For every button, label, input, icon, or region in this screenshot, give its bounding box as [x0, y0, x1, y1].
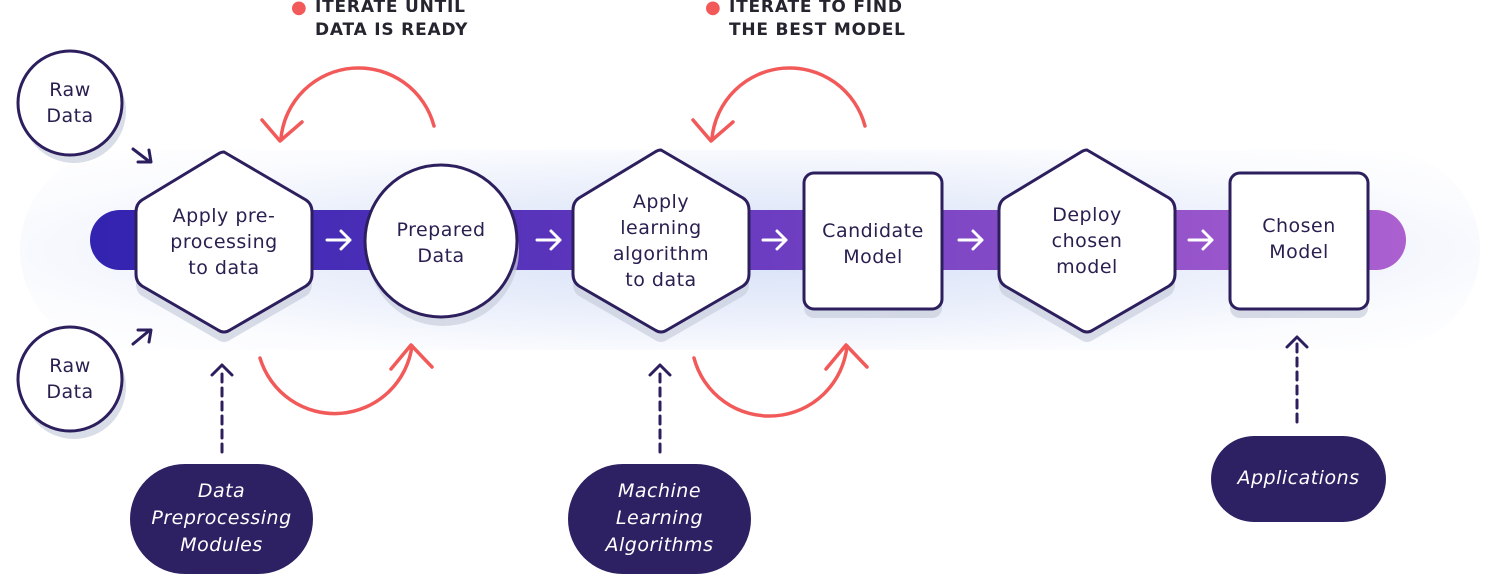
source-pill-data-preprocessing-modules [130, 464, 313, 574]
source-label-applications: Applications [1237, 467, 1360, 489]
source-label-data-preprocessing-modules: Data Preprocessing Modules [151, 480, 292, 556]
raw-data-node-bottom [16, 325, 124, 433]
step-label-chosen-model: Chosen Model [1262, 215, 1336, 263]
iterate-note-data: ● ITERATE UNTIL DATA IS READY [291, 0, 469, 42]
step-label-candidate-model: Candidate Model [822, 220, 924, 268]
source-label-machine-learning-algorithms: Machine Learning Algorithms [605, 480, 714, 556]
flow-arrow-icon [957, 229, 984, 251]
input-arrow-icon [131, 328, 153, 346]
iterate-loop-arrow-icon [258, 343, 434, 416]
dashed-up-arrow-icon [648, 363, 672, 454]
flow-arrow-icon [761, 229, 788, 251]
step-node-chosen-model [1228, 171, 1370, 311]
iterate-note-text: ITERATE UNTIL DATA IS READY [315, 0, 469, 40]
flow-arrow-icon [325, 229, 352, 251]
raw-data-label-bottom: Raw Data [46, 355, 94, 403]
step-node-apply-preprocessing [134, 150, 314, 334]
dashed-up-arrow-icon [210, 363, 234, 454]
step-node-deploy-chosen-model [997, 148, 1177, 334]
step-node-prepared-data [363, 163, 519, 319]
iterate-note-text: ITERATE TO FIND THE BEST MODEL [729, 0, 906, 40]
step-label-apply-learning-algorithm: Apply learning algorithm to data [612, 191, 710, 291]
flow-arrow-icon [535, 229, 562, 251]
iterate-loop-arrow-icon [260, 66, 436, 143]
step-node-candidate-model [802, 171, 944, 311]
step-node-apply-learning-algorithm [571, 148, 751, 334]
step-label-deploy-chosen-model: Deploy chosen model [1051, 204, 1123, 278]
raw-data-node-top [16, 49, 124, 157]
bullet-dot-icon: ● [705, 0, 722, 18]
flow-arrow-icon [1187, 229, 1214, 251]
step-label-apply-preprocessing: Apply pre- processing to data [170, 205, 278, 279]
raw-data-label-top: Raw Data [46, 79, 94, 127]
dashed-up-arrow-icon [1285, 335, 1309, 424]
iterate-note-model: ● ITERATE TO FIND THE BEST MODEL [705, 0, 906, 42]
step-label-prepared-data: Prepared Data [396, 219, 486, 267]
bullet-dot-icon: ● [291, 0, 308, 18]
iterate-loop-arrow-icon [691, 66, 867, 143]
input-arrow-icon [131, 147, 153, 164]
iterate-loop-arrow-icon [692, 343, 869, 418]
source-pill-applications [1211, 436, 1386, 522]
source-pill-machine-learning-algorithms [568, 464, 751, 574]
